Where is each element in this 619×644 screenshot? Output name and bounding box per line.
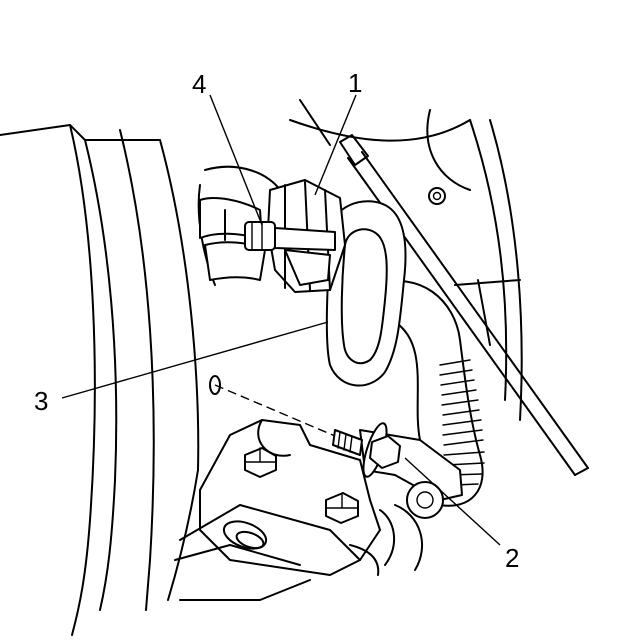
leader-line-2	[404, 457, 501, 546]
connector-clip	[244, 221, 336, 251]
leader-line-1	[314, 94, 357, 196]
mounting-bolt	[332, 422, 401, 478]
bolt-hole	[209, 375, 221, 395]
callout-1: 1	[348, 68, 362, 98]
bracket-bolt-left	[244, 447, 277, 478]
hose-grommet	[325, 200, 407, 387]
callout-3: 3	[34, 386, 48, 416]
leader-line-3	[61, 321, 329, 399]
corrugated-hose	[374, 280, 485, 507]
body-panel-outline	[0, 124, 200, 636]
bracket-bolt-right	[325, 492, 359, 524]
leader-line-4	[209, 94, 263, 226]
panel-rivet	[428, 187, 446, 205]
mounting-bracket	[174, 419, 381, 601]
alignment-line	[214, 384, 336, 437]
wiring-harness	[197, 165, 281, 286]
callout-4: 4	[192, 69, 206, 99]
callout-2: 2	[505, 543, 519, 573]
